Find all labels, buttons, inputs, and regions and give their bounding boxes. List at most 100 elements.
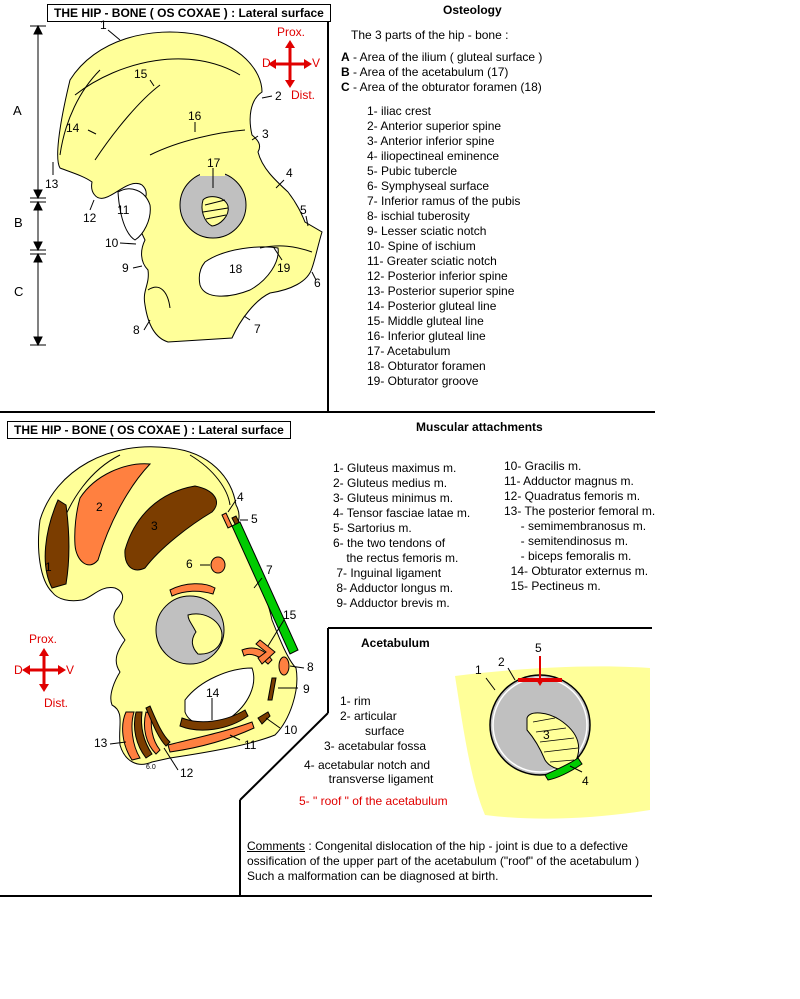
acetabulum-item-2b: surface (345, 724, 405, 738)
list-item: 15- Pectineus m. (504, 579, 601, 593)
list-item: the rectus femoris m. (333, 551, 459, 565)
list-item: 3- Gluteus minimus m. (333, 491, 454, 505)
muscle-callout-10: 10 (284, 723, 298, 737)
frame-lines (0, 20, 655, 897)
list-item: 8- ischial tuberosity (367, 209, 470, 223)
orientation-cross-top (268, 40, 312, 88)
list-item: 18- Obturator foramen (367, 359, 486, 373)
part-b: B - Area of the acetabulum (17) (341, 65, 508, 80)
acetabulum-callout-4: 4 (582, 774, 589, 788)
acetabulum-roof: 5- " roof " of the acetabulum (299, 794, 448, 808)
muscle-callout-14: 14 (206, 686, 220, 700)
list-item: 9- Adductor brevis m. (333, 596, 450, 610)
part-b-letter: B (341, 65, 350, 79)
muscle-callout-4: 4 (237, 490, 244, 504)
muscle-callout-15: 15 (283, 608, 297, 622)
list-item: 6- Symphyseal surface (367, 179, 490, 193)
list-item: 2- Anterior superior spine (367, 119, 502, 133)
list-item: - biceps femoralis m. (504, 549, 632, 563)
callout-5: 5 (300, 203, 307, 217)
muscle-callout-8: 8 (307, 660, 314, 674)
part-a-text: - Area of the ilium ( gluteal surface ) (349, 50, 543, 64)
list-item: - semitendinosus m. (504, 534, 629, 548)
acetabulum-item-1: 1- rim (340, 694, 371, 708)
list-item: 12- Quadratus femoris m. (504, 489, 641, 503)
acetabulum-item-4: 4- acetabular notch and (304, 758, 431, 772)
muscle-callout-5: 5 (251, 512, 258, 526)
dim-label-a: A (13, 103, 22, 118)
callout-17: 17 (207, 156, 221, 170)
list-item: 5- Sartorius m. (333, 521, 412, 535)
comments-line-1: Comments : Congenital dislocation of the… (247, 839, 628, 854)
callout-8: 8 (133, 323, 140, 337)
muscular-title: THE HIP - BONE ( OS COXAE ) : Lateral su… (7, 421, 291, 439)
orientation-v-bottom: V (66, 663, 75, 677)
callout-16: 16 (188, 109, 202, 123)
part-a-letter: A (341, 50, 350, 64)
callout-14: 14 (66, 121, 80, 135)
callout-10: 10 (105, 236, 119, 250)
callout-12: 12 (83, 211, 97, 225)
callout-18: 18 (229, 262, 243, 276)
muscle-callout-6: 6 (186, 557, 193, 571)
acetabulum-item-2: 2- articular (340, 709, 397, 723)
list-item: 2- Gluteus medius m. (333, 476, 448, 490)
list-item: 4- iliopectineal eminence (367, 149, 500, 163)
list-item: 15- Middle gluteal line (367, 314, 484, 328)
osteology-bone (57, 31, 323, 343)
orientation-d-bottom: D (14, 663, 23, 677)
list-item: 17- Acetabulum (367, 344, 451, 358)
part-b-text: - Area of the acetabulum (17) (349, 65, 509, 79)
list-item: 1- iliac crest (367, 104, 432, 118)
part-a: A - Area of the ilium ( gluteal surface … (341, 50, 542, 65)
orientation-prox-bottom: Prox. (29, 632, 58, 646)
osteology-list: 1- iliac crest 2- Anterior superior spin… (367, 104, 520, 389)
part-c-text: - Area of the obturator foramen (18) (349, 80, 542, 94)
orientation-cross-bottom (22, 648, 66, 692)
orientation-prox: Prox. (277, 25, 306, 39)
list-item: 9- Lesser sciatic notch (367, 224, 487, 238)
acetabulum-callout-2: 2 (498, 655, 505, 669)
dim-label-b: B (14, 215, 23, 230)
acetabulum-callout-5: 5 (535, 641, 542, 655)
muscle-callout-11: 11 (244, 738, 257, 752)
comments-line-3: Such a malformation can be diagnosed at … (247, 869, 499, 883)
callout-2: 2 (275, 89, 282, 103)
acetabulum-item-3: 3- acetabular fossa (324, 739, 427, 753)
list-item: 7- Inguinal ligament (333, 566, 442, 580)
muscle-callout-12: 12 (180, 766, 194, 780)
comments-label: Comments (247, 839, 306, 853)
comments-text-1: : Congenital dislocation of the hip - jo… (305, 839, 628, 853)
acetabulum-detail (455, 666, 650, 819)
orientation-dist-bottom: Dist. (44, 696, 68, 710)
small-mark: 6.0 (146, 764, 156, 771)
callout-13: 13 (45, 177, 59, 191)
list-item: 8- Adductor longus m. (333, 581, 454, 595)
list-item: 1- Gluteus maximus m. (333, 461, 457, 475)
list-item: 14- Obturator externus m. (504, 564, 649, 578)
muscle-callout-3: 3 (151, 519, 158, 533)
callout-11: 11 (117, 203, 130, 217)
callout-7: 7 (254, 322, 261, 336)
list-item: 13- Posterior superior spine (367, 284, 515, 298)
orientation-dist: Dist. (291, 88, 315, 102)
orientation-v: V (312, 56, 321, 70)
part-c-letter: C (341, 80, 350, 94)
list-item: 12- Posterior inferior spine (367, 269, 508, 283)
acetabulum-callout-lines (485, 656, 583, 773)
acetabulum-heading: Acetabulum (361, 636, 430, 650)
callout-9: 9 (122, 261, 129, 275)
list-item: 19- Obturator groove (367, 374, 479, 388)
list-item: 6- the two tendons of (333, 536, 446, 550)
list-item: 4- Tensor fasciae latae m. (333, 506, 471, 520)
list-item: 16- Inferior gluteal line (367, 329, 486, 343)
dimension-arrows (30, 24, 46, 347)
acetabulum-callout-3: 3 (543, 728, 550, 742)
list-item: 14- Posterior gluteal line (367, 299, 497, 313)
acetabulum-callout-1: 1 (475, 663, 482, 677)
list-item: 10- Spine of ischium (367, 239, 476, 253)
muscle-list-col1: 1- Gluteus maximus m. 2- Gluteus medius … (333, 461, 470, 611)
muscle-callout-13: 13 (94, 736, 108, 750)
osteology-callout-lines (52, 29, 317, 331)
